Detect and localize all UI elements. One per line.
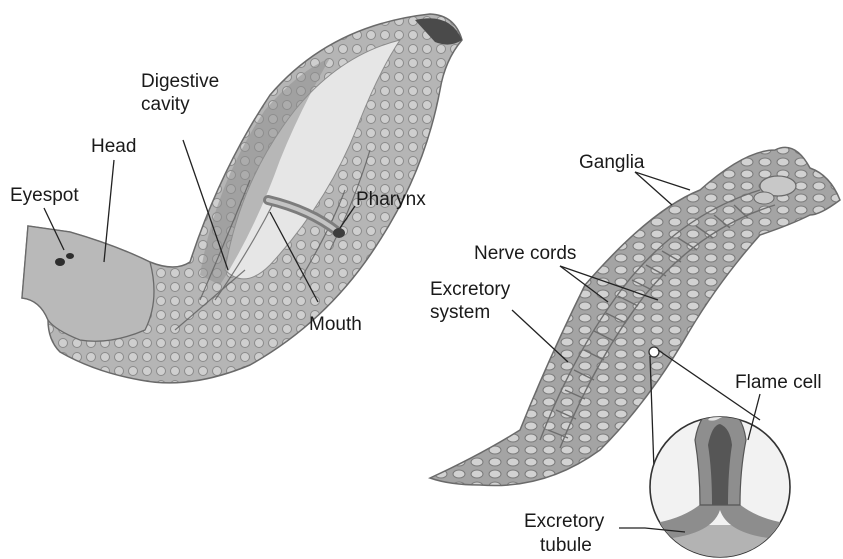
- label-excretory-tubule-line2: tubule: [540, 535, 592, 556]
- label-pharynx: Pharynx: [356, 189, 426, 210]
- label-mouth: Mouth: [309, 314, 362, 335]
- label-eyespot: Eyespot: [10, 185, 79, 206]
- label-excretory-system-line1: Excretory: [430, 279, 511, 300]
- right-planarian-body: [430, 147, 840, 485]
- ganglia-leader-2: [635, 172, 672, 205]
- eyespot-left: [55, 258, 65, 266]
- left-planarian-head: [22, 226, 154, 341]
- label-excretory-tubule-line1: Excretory: [524, 511, 605, 532]
- pharynx-tip: [333, 228, 345, 238]
- eyespot-right: [66, 253, 74, 259]
- label-digestive-cavity-line2: cavity: [141, 94, 190, 115]
- label-excretory-system-line2: system: [430, 302, 490, 323]
- label-flame-cell: Flame cell: [735, 372, 822, 393]
- label-head: Head: [91, 136, 136, 157]
- label-digestive-cavity-line1: Digestive: [141, 71, 219, 92]
- flame-cell-marker: [649, 347, 659, 357]
- label-nerve-cords: Nerve cords: [474, 243, 576, 264]
- ganglia-leader-1: [635, 172, 690, 190]
- right-planarian: [430, 147, 840, 485]
- label-ganglia: Ganglia: [579, 152, 645, 173]
- excretory-system-leader: [512, 310, 568, 362]
